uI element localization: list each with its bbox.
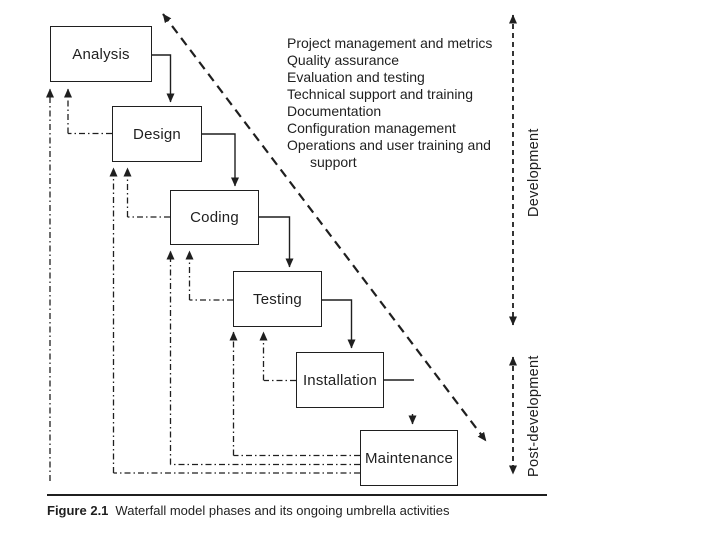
- umbrella-activity: Operations and user training and: [287, 137, 491, 153]
- phase-box-installation: Installation: [296, 352, 384, 408]
- phase-box-design: Design: [112, 106, 202, 162]
- forward-connector-analysis-design: [152, 54, 175, 103]
- phase-box-coding: Coding: [170, 190, 259, 245]
- umbrella-activities-list: Project management and metrics Quality a…: [287, 35, 492, 171]
- umbrella-activity: Configuration management: [287, 120, 456, 136]
- umbrella-activity-continuation: support: [310, 154, 357, 170]
- development-span-label: Development: [526, 128, 542, 218]
- figure-caption-number: Figure 2.1: [47, 503, 109, 518]
- phase-label-testing: Testing: [253, 290, 302, 308]
- phase-box-maintenance: Maintenance: [360, 430, 458, 486]
- forward-connector-testing-installation: [321, 299, 356, 349]
- figure-caption-text: Waterfall model phases and its ongoing u…: [115, 503, 450, 518]
- figure-caption: Figure 2.1 Waterfall model phases and its…: [47, 503, 450, 518]
- forward-connector-design-coding: [201, 133, 239, 187]
- phase-label-maintenance: Maintenance: [364, 449, 454, 467]
- phase-label-coding: Coding: [190, 209, 239, 226]
- phase-label-analysis: Analysis: [72, 45, 130, 63]
- post-development-span-label: Post-development: [526, 355, 542, 477]
- umbrella-activity: Project management and metrics: [287, 35, 493, 51]
- caption-divider: [47, 494, 547, 496]
- umbrella-activity: Technical support and training: [287, 86, 474, 102]
- phase-label-design: Design: [133, 125, 181, 143]
- umbrella-activity: Evaluation and testing: [287, 69, 425, 85]
- phase-label-installation: Installation: [302, 371, 378, 389]
- forward-connector-coding-testing: [259, 216, 294, 268]
- umbrella-activity: Quality assurance: [287, 52, 400, 68]
- umbrella-activity: Documentation: [287, 103, 382, 119]
- phase-box-testing: Testing: [233, 271, 322, 327]
- phase-box-analysis: Analysis: [50, 26, 152, 82]
